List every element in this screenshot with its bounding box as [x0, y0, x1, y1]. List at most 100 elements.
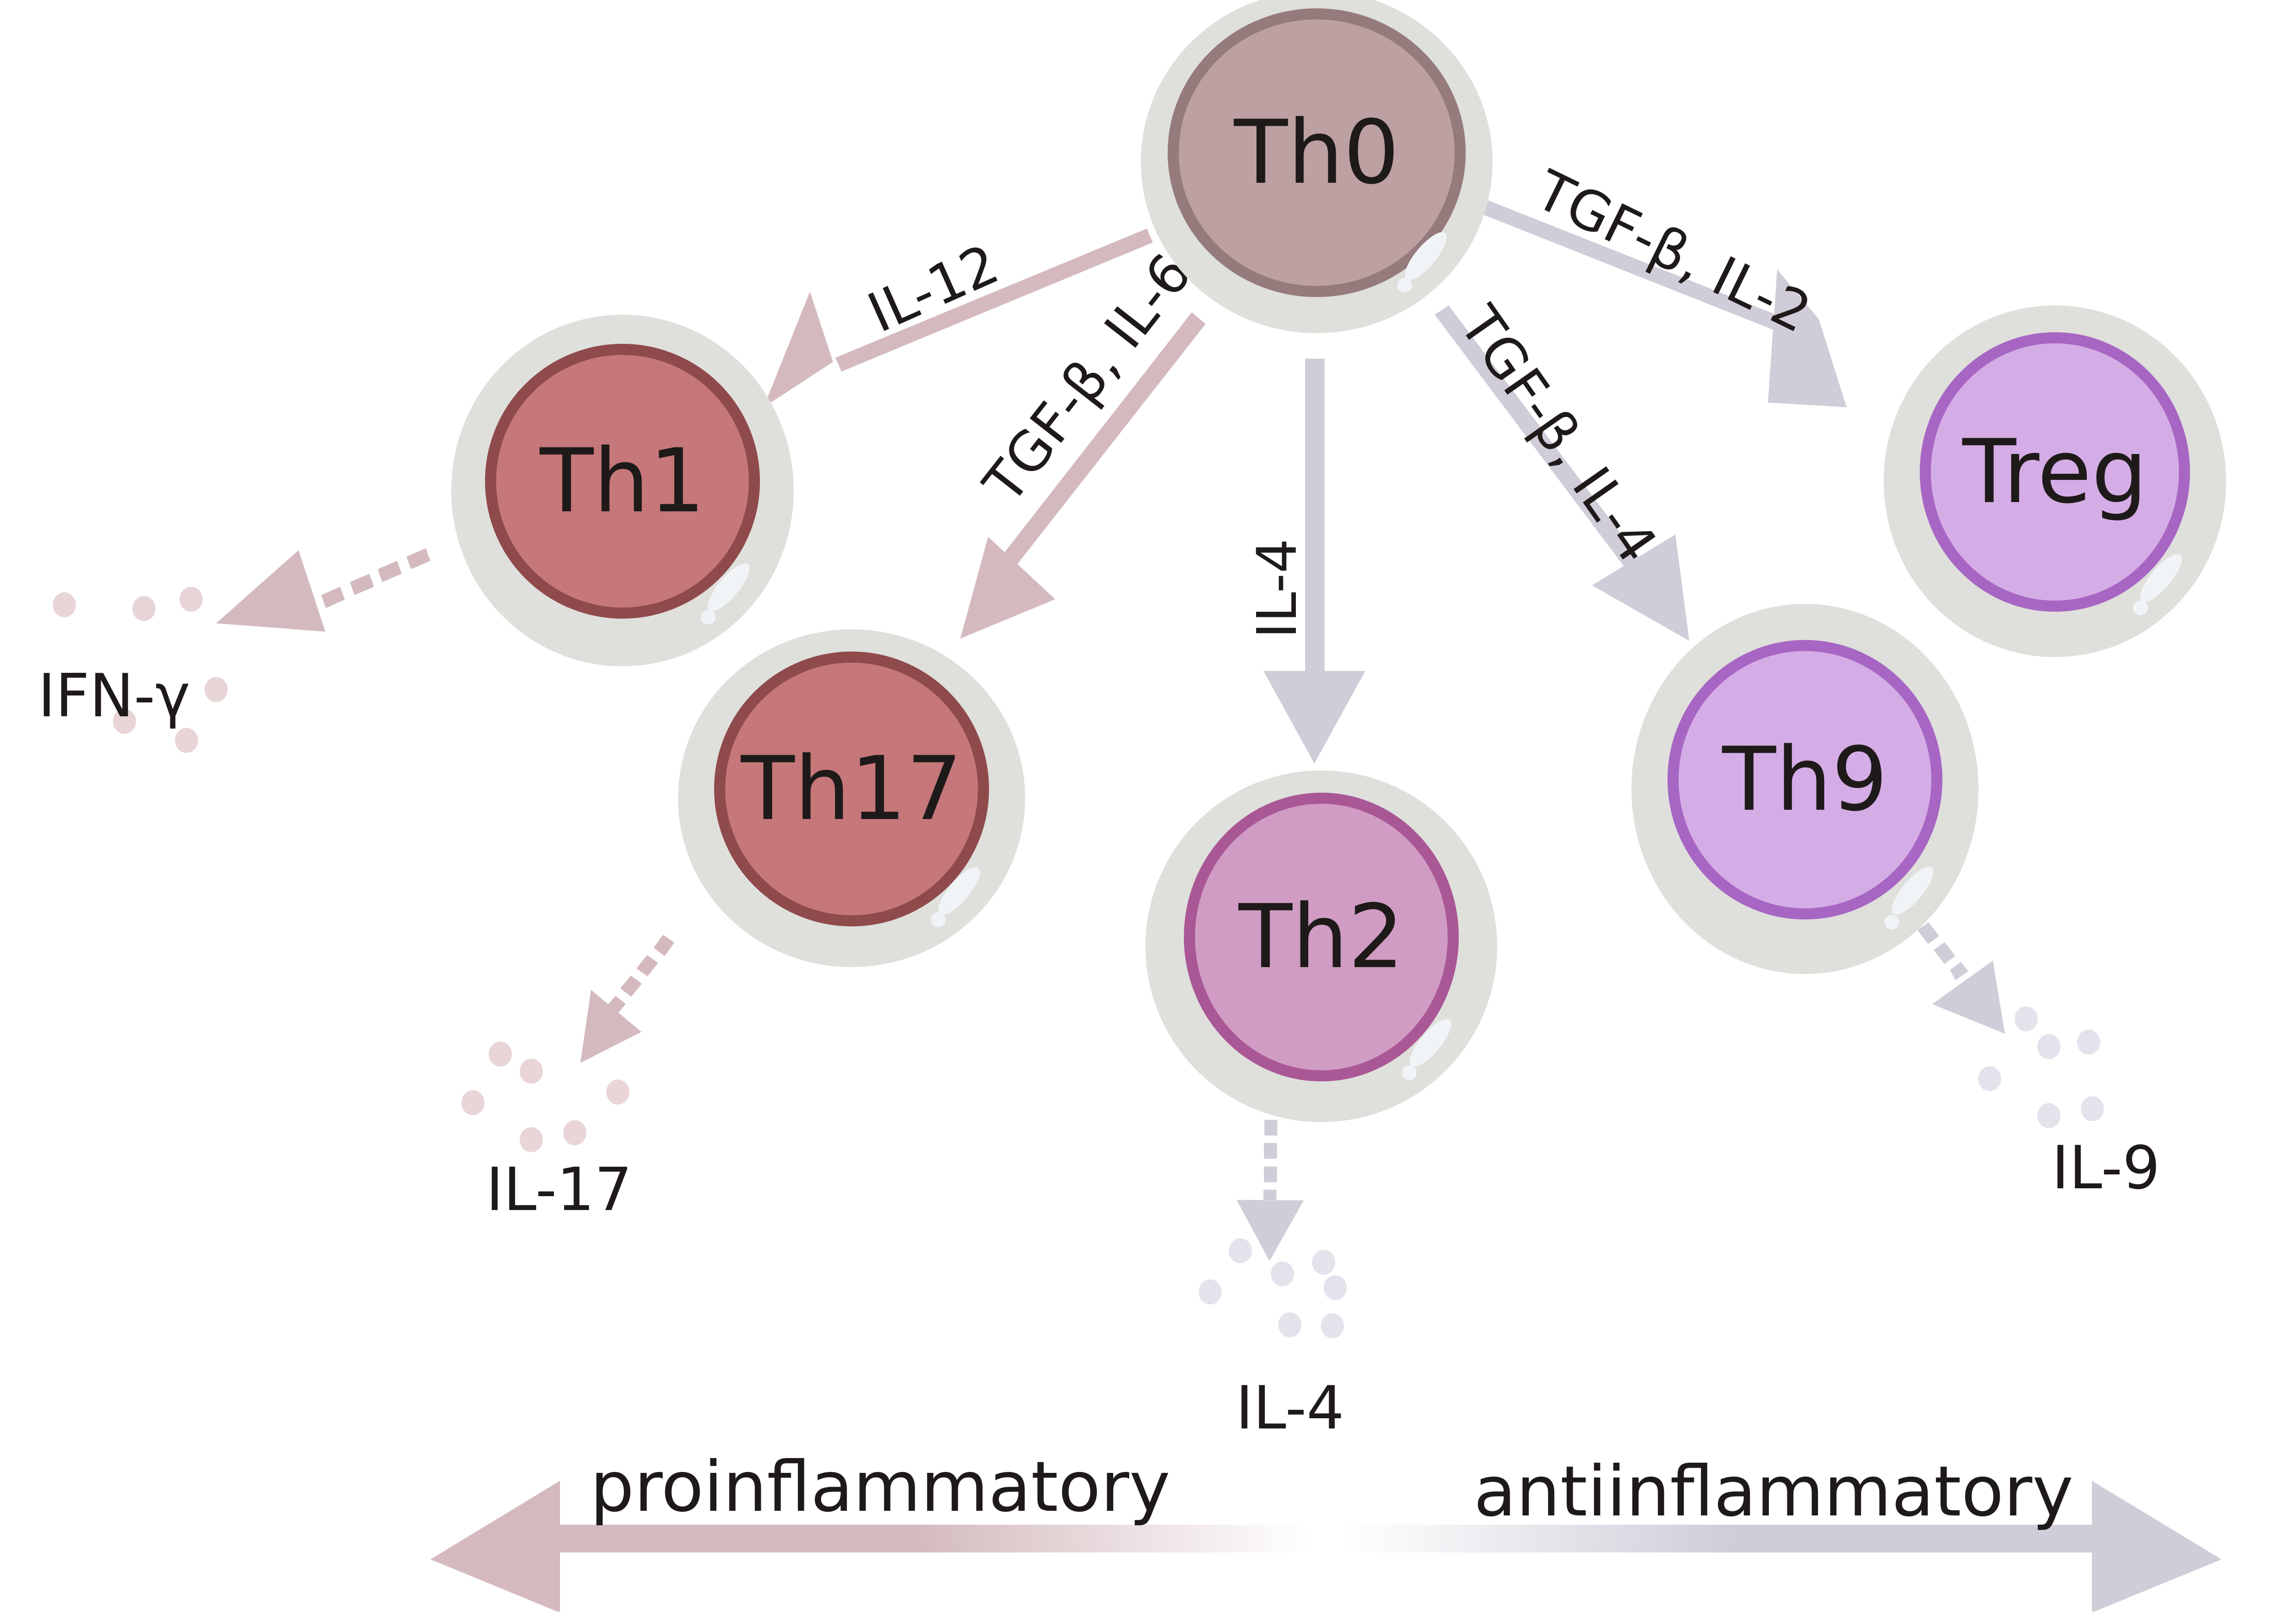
arrowhead-icon — [1768, 269, 1847, 407]
cytokine-dot — [563, 1120, 586, 1145]
cytokine-dot — [1978, 1066, 2001, 1091]
cytokine-dot — [520, 1127, 543, 1152]
dash — [350, 574, 374, 595]
cytokine-cluster-il17 — [461, 1042, 629, 1152]
cytokine-dot — [205, 677, 228, 702]
spectrum-label-right: antiinflammatory — [1474, 1452, 2073, 1532]
arrowhead-icon — [1263, 671, 1365, 764]
arrowhead-icon — [764, 292, 833, 407]
cell-label-treg: Treg — [1962, 421, 2147, 523]
cytokine-label-il17: IL-17 — [486, 1155, 632, 1224]
cell-label-th17: Th17 — [740, 738, 962, 840]
dash — [1264, 1143, 1277, 1159]
cell-nucleus — [1168, 8, 1466, 297]
secretion-th1-ifng — [216, 548, 430, 632]
cytokine-cluster-il4 — [1199, 1238, 1347, 1338]
dash — [1264, 1120, 1277, 1136]
edge-th0-th9 — [1435, 305, 1689, 641]
highlight-shine — [708, 563, 750, 611]
highlight-dot — [931, 912, 946, 927]
cytokine-label-il9: IL-9 — [2052, 1134, 2160, 1203]
cytokine-dot — [175, 728, 198, 753]
arrowhead-icon — [960, 537, 1055, 639]
edge-shaft — [995, 312, 1206, 576]
dash — [620, 975, 642, 997]
edge-label-tgfb-il4: TGF-β, IL-4 — [1447, 294, 1669, 574]
cytokine-dot — [2037, 1034, 2060, 1059]
cytokine-dot — [606, 1080, 629, 1105]
cell-label-th1: Th1 — [539, 430, 705, 532]
edge-label-il4: IL-4 — [1245, 539, 1309, 639]
cytokine-dot — [2037, 1103, 2060, 1128]
edge-label-tgfb-il2: TGF-β, IL-2 — [1526, 158, 1821, 345]
highlight-shine — [1409, 1019, 1451, 1067]
cytokine-dot — [1199, 1279, 1222, 1304]
cytokine-dot — [1278, 1312, 1301, 1337]
highlight-dot — [1884, 915, 1899, 930]
edge-th0-th1 — [764, 229, 1153, 407]
dash — [1263, 1190, 1276, 1200]
cell-th0: Th0 — [1141, 0, 1493, 333]
cytokine-dot — [2015, 1006, 2038, 1031]
arrowhead-icon — [1237, 1200, 1304, 1261]
cell-treg: Treg — [1884, 305, 2226, 657]
cytokine-dot — [53, 592, 76, 617]
highlight-dot — [701, 609, 716, 625]
cytokine-dot — [1271, 1261, 1294, 1286]
cytokine-dot — [1229, 1238, 1252, 1263]
arrowhead-icon — [1932, 961, 2005, 1034]
dash — [378, 561, 402, 582]
cell-label-th0: Th0 — [1233, 101, 1399, 204]
cell-nucleus — [1920, 332, 2190, 612]
secretion-th2-il4 — [1237, 1120, 1304, 1261]
dash — [321, 587, 345, 608]
dash — [1264, 1167, 1277, 1182]
highlight-dot — [1402, 1065, 1417, 1080]
cell-label-th2: Th2 — [1238, 886, 1404, 988]
edge-th0-th2 — [1263, 359, 1365, 764]
edge-th0-treg — [1467, 194, 1847, 407]
cytokine-dot — [2077, 1030, 2100, 1055]
cell-nucleus — [485, 344, 760, 619]
cytokine-dot — [520, 1059, 543, 1084]
dash — [1950, 962, 1968, 980]
arrowhead-icon — [580, 990, 641, 1063]
edge-shaft — [1467, 194, 1799, 338]
spectrum-label-left: proinflammatory — [590, 1447, 1170, 1527]
highlight-shine — [1405, 232, 1447, 280]
edge-th0-th17 — [960, 312, 1206, 639]
cytokine-cluster-ifng — [53, 587, 228, 753]
cytokine-dot — [2081, 1096, 2104, 1121]
cell-nucleus — [1668, 640, 1942, 919]
highlight-shine — [938, 867, 980, 915]
cell-nucleus — [1184, 793, 1459, 1081]
cytokine-dot — [1312, 1250, 1335, 1275]
cytokine-label-il4: IL-4 — [1236, 1374, 1344, 1443]
arrowhead-icon — [216, 550, 325, 632]
cell-th17: Th17 — [678, 629, 1025, 967]
cell-th9: Th9 — [1631, 604, 1979, 974]
dash — [1934, 942, 1955, 964]
edge-shaft — [1305, 359, 1325, 673]
edge-shaft — [1435, 305, 1648, 579]
cytokine-dot — [1321, 1313, 1344, 1338]
dash — [1917, 922, 1939, 944]
cell-nucleus — [714, 652, 989, 926]
cytokine-label-ifng: IFN-γ — [38, 662, 190, 731]
highlight-shine — [1892, 867, 1934, 915]
edge-shaft — [835, 229, 1153, 372]
secretion-th17-il17 — [580, 935, 674, 1063]
highlight-dot — [2133, 600, 2148, 615]
cytokine-dot — [489, 1042, 512, 1067]
highlight-dot — [1397, 278, 1412, 293]
cell-label-th9: Th9 — [1722, 728, 1887, 831]
cytokine-cluster-il9 — [1978, 1006, 2104, 1128]
cytokine-dot — [1324, 1275, 1347, 1300]
cytokine-dot — [180, 587, 203, 612]
dash — [636, 955, 658, 976]
cytokine-dot — [461, 1090, 485, 1115]
cytokine-dot — [132, 596, 156, 621]
spectrum-arrow — [430, 1481, 2221, 1613]
